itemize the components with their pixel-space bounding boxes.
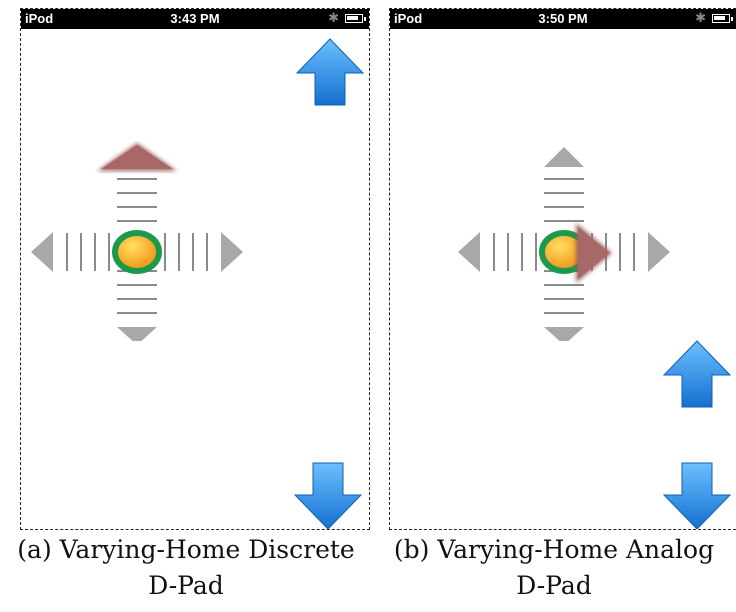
dpad-up-bars (117, 178, 157, 222)
caption-line: (a) Varying-Home Discrete (17, 535, 355, 564)
dpad-discrete[interactable] (29, 141, 259, 341)
clock-label: 3:43 PM (170, 11, 220, 26)
dpad-down-triangle (117, 327, 157, 341)
arrow-down-icon[interactable] (293, 461, 363, 530)
battery-icon (345, 14, 366, 23)
dpad-right-triangle (648, 232, 670, 272)
clock-label: 3:50 PM (538, 11, 588, 26)
caption-line: D-Pad (516, 571, 592, 600)
carrier-label: iPod (394, 11, 423, 26)
arrow-up-icon[interactable] (662, 339, 732, 409)
battery-icon (712, 14, 733, 23)
carrier-label: iPod (25, 11, 54, 26)
dpad-right-triangle (221, 232, 243, 272)
arrow-up-icon[interactable] (295, 37, 365, 107)
arrow-down-icon[interactable] (662, 461, 732, 530)
status-bar: iPod 3:43 PM ✱ (21, 9, 369, 29)
dpad-analog[interactable] (456, 141, 686, 341)
dpad-right-bars (164, 233, 208, 271)
bluetooth-icon: ✱ (328, 10, 339, 25)
phone-screen-analog: iPod 3:50 PM ✱ (389, 8, 736, 530)
phone-screen-discrete: iPod 3:43 PM ✱ (20, 8, 370, 530)
dpad-up-triangle (544, 147, 584, 167)
caption-discrete: (a) Varying-Home Discrete D-Pad (0, 532, 372, 604)
caption-line: (b) Varying-Home Analog (393, 535, 715, 564)
dpad-down-triangle (544, 327, 584, 341)
joystick-knob-icon (112, 230, 162, 274)
dpad-left-triangle (31, 232, 53, 272)
dpad-left-triangle (458, 232, 480, 272)
status-bar: iPod 3:50 PM ✱ (390, 9, 736, 29)
dpad-up-bars (544, 178, 584, 222)
bluetooth-icon: ✱ (695, 10, 706, 25)
dpad-left-bars (66, 233, 110, 271)
dpad-down-bars (117, 270, 157, 314)
caption-line: D-Pad (148, 571, 224, 600)
dpad-left-bars (493, 233, 537, 271)
caption-analog: (b) Varying-Home Analog D-Pad (372, 532, 736, 604)
